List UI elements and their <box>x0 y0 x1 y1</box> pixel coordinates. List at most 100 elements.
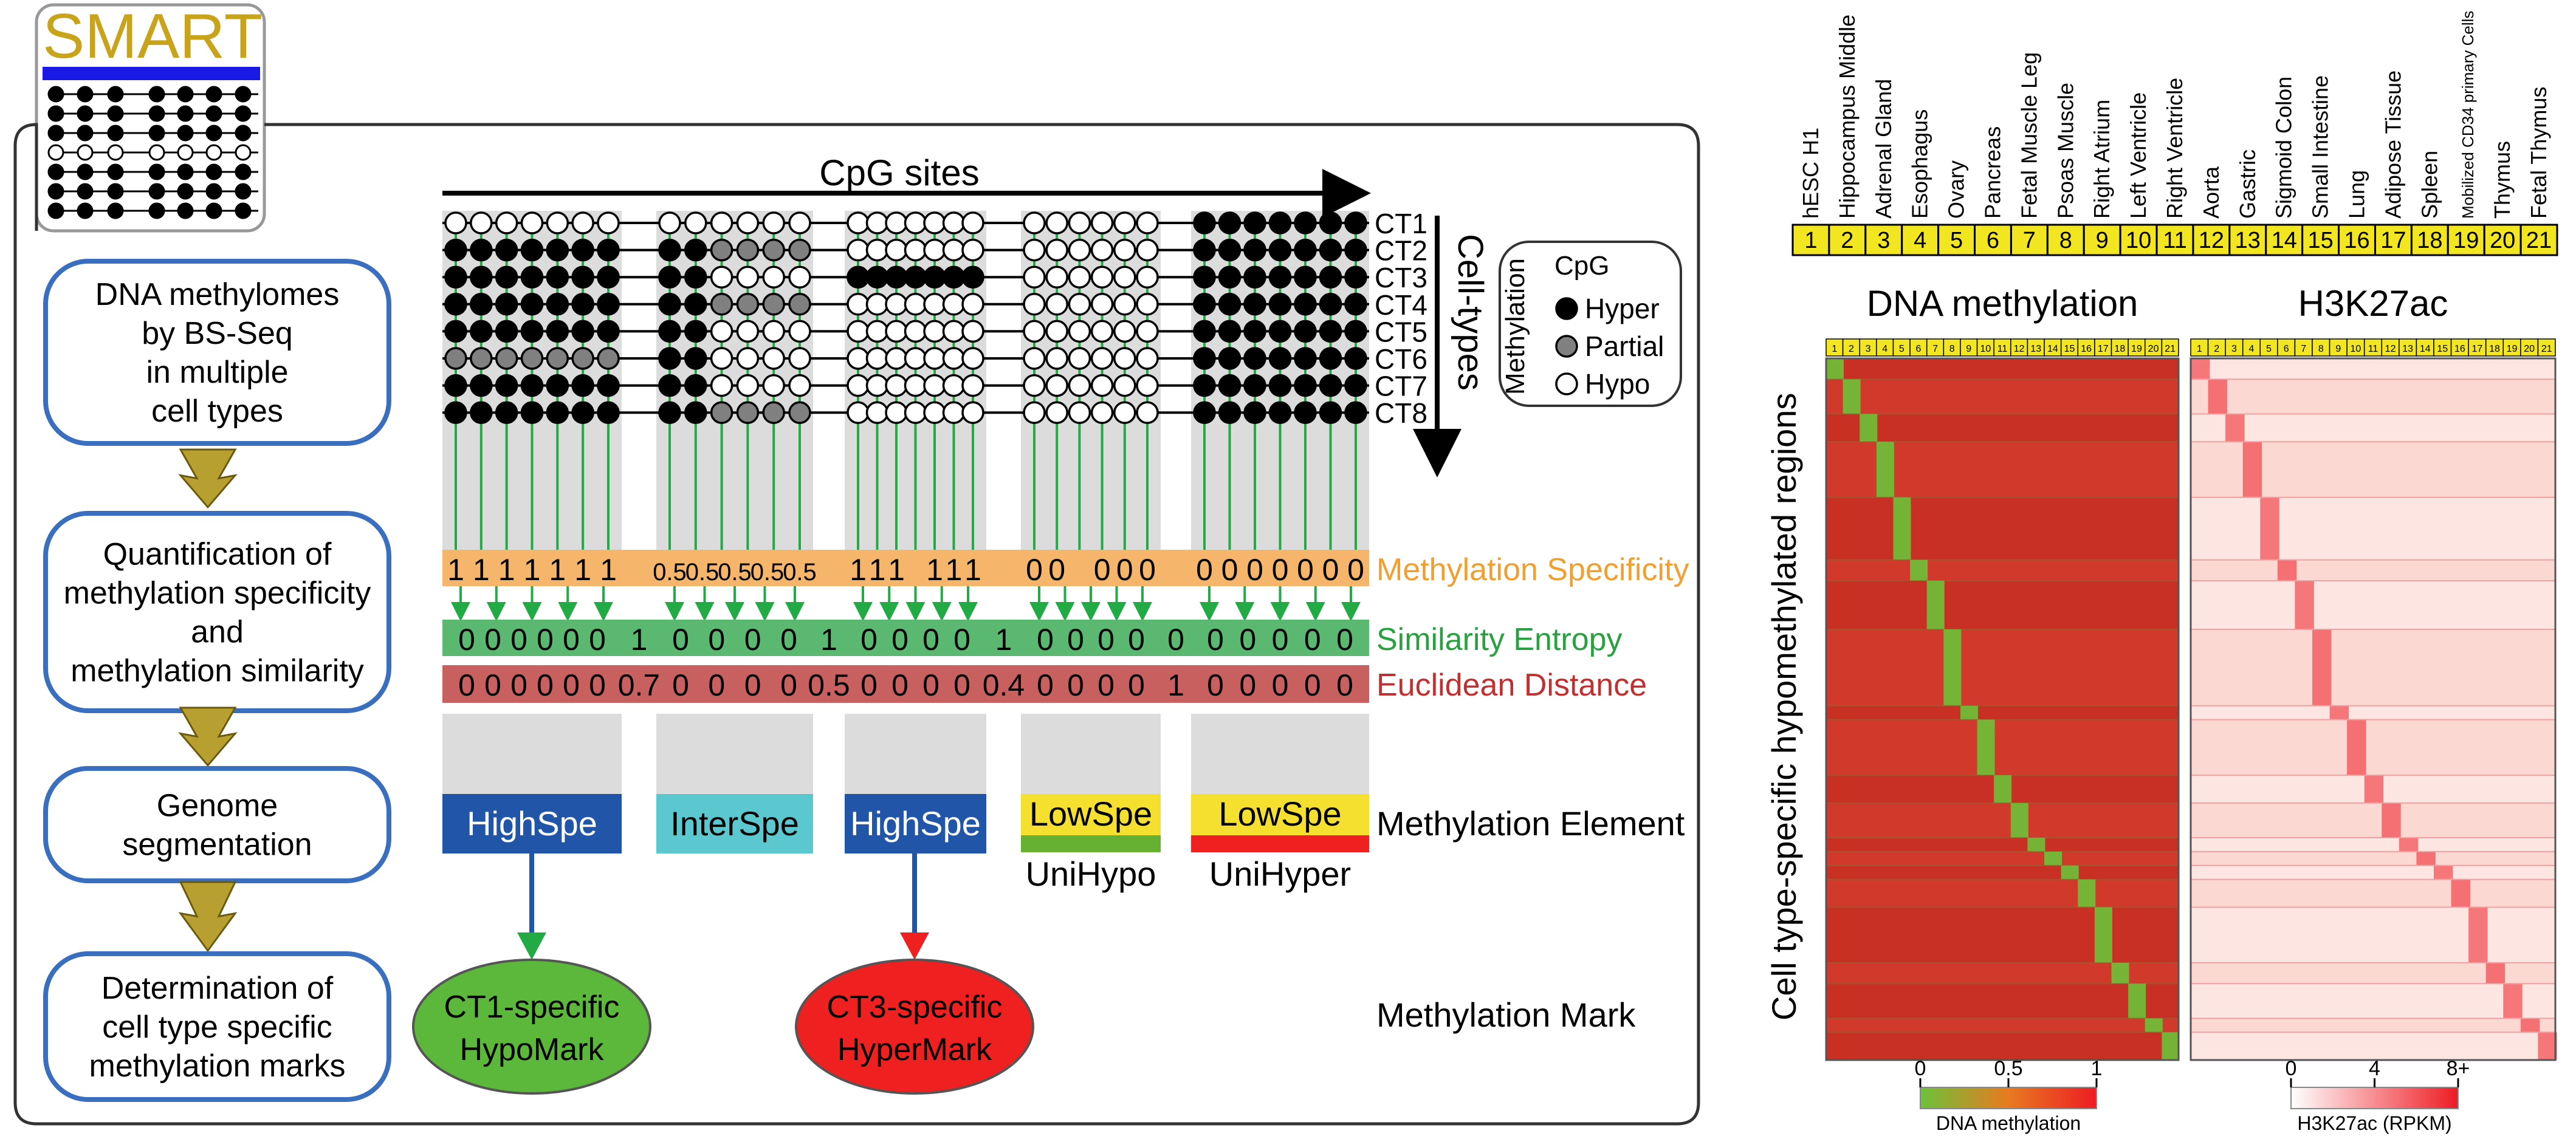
cpg-dot <box>470 401 493 424</box>
h3-active-cell <box>2485 962 2506 984</box>
workflow-text: in multiple <box>146 355 288 390</box>
heatmap-tissue-number: 9 <box>2335 344 2341 354</box>
cpg-dot <box>710 211 733 234</box>
workflow-text: methylation marks <box>89 1048 346 1084</box>
h3-active-cell <box>2191 358 2210 380</box>
specificity-value: 1 <box>600 553 617 587</box>
workflow-arrow <box>178 448 238 509</box>
cpg-dot <box>736 265 760 289</box>
cpg-dot <box>571 293 594 316</box>
specificity-value: 1 <box>926 553 943 587</box>
dna-region-band <box>1826 705 2179 720</box>
row-value: 0 <box>860 668 878 702</box>
specificity-label: Methylation Specificity <box>1376 552 1689 587</box>
cpg-dot <box>1068 265 1091 289</box>
row-value: 0 <box>953 668 970 702</box>
cell-type-label: CT4 <box>1375 289 1427 321</box>
cpg-dot <box>885 293 908 316</box>
logo-dot <box>47 125 64 142</box>
mark-text: CT1-specific <box>444 990 620 1025</box>
heatmap-tissue-number: 12 <box>2014 344 2025 354</box>
gap-entropy-value: 1 <box>820 623 837 657</box>
cpg-dot <box>942 293 966 316</box>
heatmap-tissue-cell <box>2433 338 2452 357</box>
workflow-text: methylation specificity <box>64 576 371 611</box>
h3-active-cell <box>2416 851 2436 866</box>
logo-dot <box>177 105 194 122</box>
cpg-dot <box>942 211 966 234</box>
tissue-name: Hippocampus Middle <box>1835 15 1860 219</box>
heatmap-tissue-number: 1 <box>1832 344 1837 354</box>
mark-text: CT3-specific <box>827 990 1003 1025</box>
logo-dot <box>148 163 165 180</box>
heatmap-tissue-cell <box>2381 338 2400 357</box>
cpg-dot <box>1294 293 1317 316</box>
cpg-dot <box>885 347 908 370</box>
specificity-value: 0 <box>1272 553 1289 587</box>
cpg-dot <box>546 293 569 316</box>
heatmap-tissue-number: 3 <box>1866 344 1871 354</box>
cpg-dot <box>788 211 811 234</box>
tissue-number-cell <box>1864 224 1903 256</box>
workflow-arrow-shape <box>178 706 238 767</box>
h3-region-band <box>2191 629 2555 706</box>
cpg-dot <box>885 265 908 289</box>
block-lower-background <box>1021 714 1161 796</box>
dna-region-band <box>1826 497 2179 560</box>
heatmap-tissue-number: 6 <box>2284 344 2289 354</box>
cpg-dot <box>788 238 811 262</box>
row-value: 0 <box>672 623 689 657</box>
tissue-number-cell <box>2083 224 2121 256</box>
logo-dot <box>205 163 222 180</box>
row-value: 0 <box>1097 668 1115 702</box>
cpg-dot <box>684 347 707 370</box>
colorbar-tick-label: 4 <box>2369 1057 2380 1080</box>
cpg-dot <box>923 374 946 397</box>
specificity-value: 1 <box>473 553 490 587</box>
cpg-dot <box>658 211 681 234</box>
tissue-name: Pancreas <box>1980 126 2005 219</box>
element-underline <box>1021 835 1161 852</box>
workflow-text: methylation similarity <box>70 654 364 689</box>
cpg-dot <box>1136 265 1159 289</box>
heatmap-tissue-number: 2 <box>1849 344 1854 354</box>
heatmap-tissue-number: 9 <box>1966 344 1971 354</box>
specificity-value: 1 <box>964 553 981 587</box>
specificity-value: 1 <box>574 553 591 587</box>
cpg-dot <box>658 293 681 316</box>
mark-ellipse <box>795 959 1034 1095</box>
heatmap-tissue-number: 6 <box>1915 344 1921 354</box>
methylation-element: HighSpe <box>442 794 622 853</box>
cpg-dot <box>1023 320 1046 343</box>
cpg-dot <box>736 401 760 424</box>
logo-dot <box>107 86 124 103</box>
row-value: 0 <box>1037 668 1054 702</box>
tissue-name: Fetal Thymus <box>2526 87 2551 219</box>
cpg-dot <box>1243 347 1266 370</box>
logo-dot <box>177 163 194 180</box>
cpg-dot <box>684 211 707 234</box>
dna-hypo-cell <box>1876 442 1894 498</box>
heatmap-tissue-number: 15 <box>2064 344 2075 354</box>
cpg-dot <box>1294 238 1317 262</box>
heatmap-tissue-cell <box>2010 338 2028 357</box>
h3-region-band <box>2191 983 2555 1019</box>
tissue-number: 9 <box>2096 228 2109 253</box>
tissue-number: 4 <box>1914 228 1926 253</box>
heatmap-tissue-cell <box>2027 338 2045 357</box>
dna-hypo-cell <box>1943 629 1962 706</box>
block-lower-background <box>845 714 986 796</box>
gap-entropy-value: 0 <box>1167 623 1184 657</box>
cpg-dot <box>658 320 681 343</box>
cpg-dot <box>546 211 569 234</box>
tissue-number-cell <box>2155 224 2194 256</box>
element-box <box>1021 794 1161 835</box>
tissue-number-cell <box>2410 224 2449 256</box>
h3-active-cell <box>2225 414 2245 442</box>
row-value: 0 <box>563 623 580 657</box>
cpg-dot <box>710 347 733 370</box>
h3-active-cell <box>2538 1032 2557 1060</box>
tissue-number: 8 <box>2059 228 2072 253</box>
